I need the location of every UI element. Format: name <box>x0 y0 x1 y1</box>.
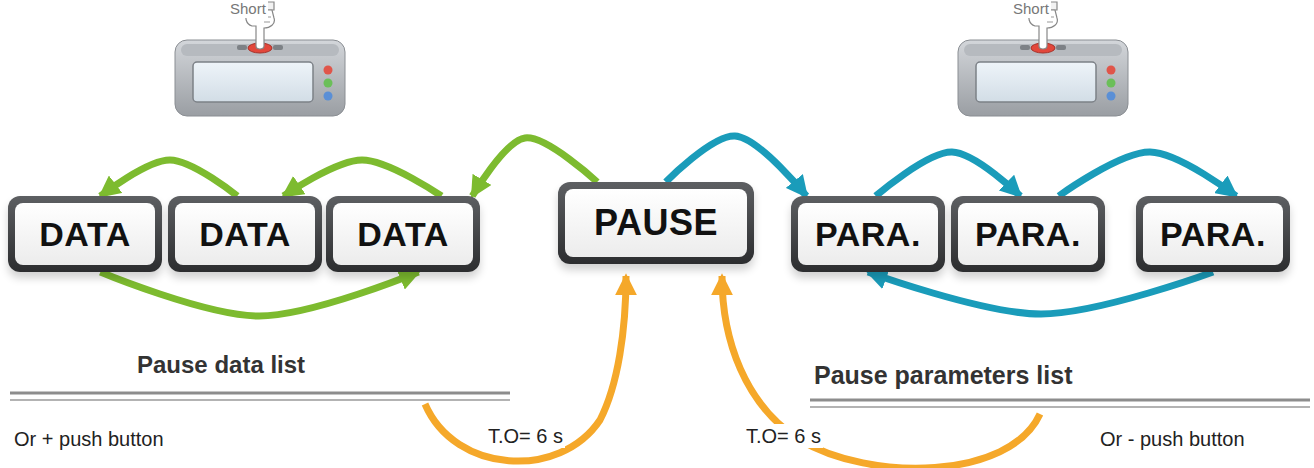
note-text: T.O= 6 s <box>486 424 565 448</box>
menu-box: PARA. <box>1136 196 1290 272</box>
flow-arrow <box>876 152 1021 196</box>
menu-box: PARA. <box>951 196 1105 272</box>
underline <box>810 406 1310 408</box>
flow-arrow <box>1059 152 1236 196</box>
menu-box: DATA <box>168 196 322 272</box>
press-hint: Short <box>228 0 268 18</box>
timeout-arrow <box>425 276 626 461</box>
device-illustration <box>958 40 1128 116</box>
pause-box: PAUSE <box>558 182 754 264</box>
box-label: PARA. <box>1143 203 1283 265</box>
note-text: T.O= 6 s <box>744 424 823 448</box>
device-illustration <box>175 40 345 116</box>
box-label: PARA. <box>798 203 938 265</box>
flow-arrow <box>868 272 1213 314</box>
box-label: DATA <box>15 203 155 265</box>
box-label: DATA <box>333 203 473 265</box>
flow-arrow <box>284 160 442 196</box>
underline <box>810 399 1310 402</box>
underline <box>10 392 510 395</box>
press-hint: Short <box>1011 0 1051 18</box>
flow-arrow <box>100 160 237 196</box>
box-label: PAUSE <box>565 189 747 257</box>
list-title: Pause data list <box>135 351 307 380</box>
box-label: PARA. <box>958 203 1098 265</box>
menu-box: DATA <box>8 196 162 272</box>
list-title: Pause parameters list <box>812 360 1074 390</box>
box-label: DATA <box>175 203 315 265</box>
underline <box>10 399 510 401</box>
flow-arrow <box>100 272 418 316</box>
menu-box: PARA. <box>791 196 945 272</box>
note-text: Or - push button <box>1098 427 1247 451</box>
menu-box: DATA <box>326 196 480 272</box>
note-text: Or + push button <box>12 427 166 451</box>
